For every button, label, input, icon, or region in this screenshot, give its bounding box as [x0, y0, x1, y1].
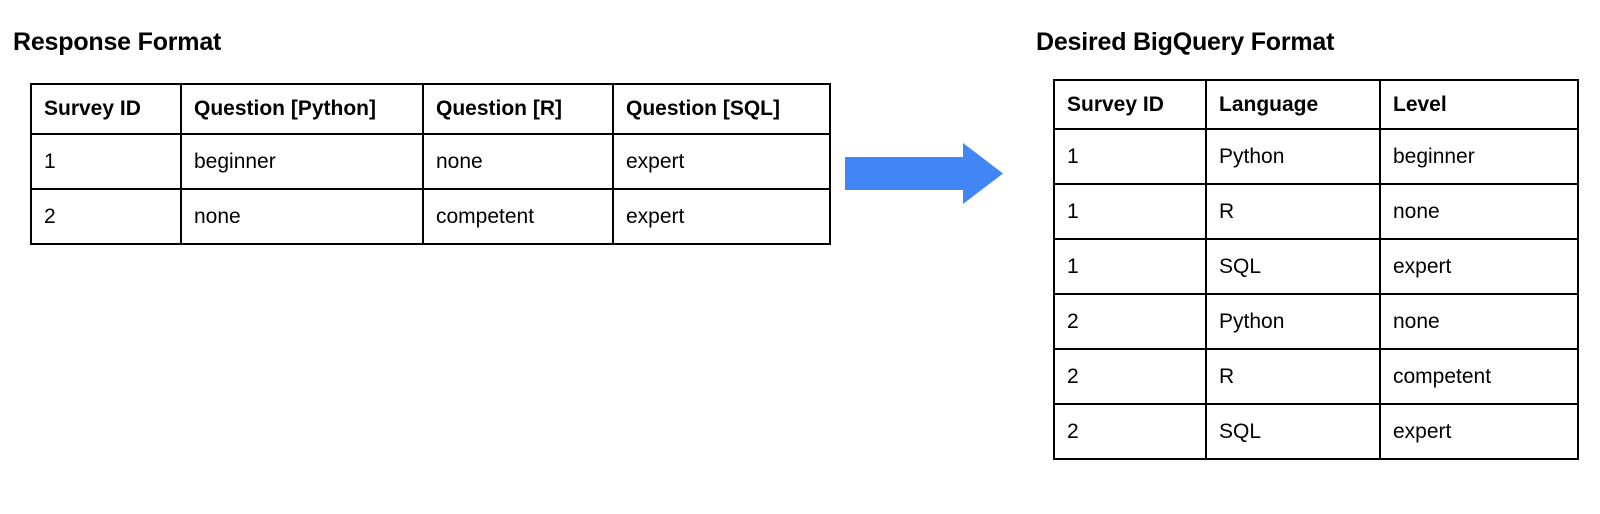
table-row: 1 SQL expert [1053, 238, 1579, 295]
cell-level: expert [1379, 238, 1579, 295]
cell-survey-id: 2 [1053, 293, 1207, 350]
cell-question-python: none [180, 188, 424, 245]
response-format-panel: Response Format Survey ID Question [Pyth… [13, 30, 831, 245]
cell-language: SQL [1205, 403, 1381, 460]
table-header-row: Survey ID Question [Python] Question [R]… [30, 83, 831, 135]
bigquery-format-panel: Desired BigQuery Format Survey ID Langua… [1036, 30, 1579, 460]
cell-survey-id: 1 [1053, 238, 1207, 295]
cell-question-sql: expert [612, 133, 831, 190]
bigquery-format-table: Survey ID Language Level 1 Python beginn… [1053, 79, 1579, 460]
response-format-title: Response Format [13, 28, 222, 56]
cell-level: none [1379, 183, 1579, 240]
right-arrow-icon [845, 143, 1003, 204]
cell-survey-id: 1 [1053, 128, 1207, 185]
column-header-survey-id: Survey ID [30, 83, 182, 135]
cell-language: R [1205, 348, 1381, 405]
bigquery-format-title: Desired BigQuery Format [1036, 28, 1335, 56]
cell-question-r: none [422, 133, 614, 190]
column-header-language: Language [1205, 79, 1381, 130]
column-header-question-sql: Question [SQL] [612, 83, 831, 135]
table-row: 2 Python none [1053, 293, 1579, 350]
cell-level: competent [1379, 348, 1579, 405]
cell-survey-id: 1 [30, 133, 182, 190]
cell-language: Python [1205, 293, 1381, 350]
column-header-survey-id: Survey ID [1053, 79, 1207, 130]
cell-survey-id: 1 [1053, 183, 1207, 240]
table-row: 1 R none [1053, 183, 1579, 240]
cell-survey-id: 2 [1053, 348, 1207, 405]
column-header-question-r: Question [R] [422, 83, 614, 135]
cell-question-python: beginner [180, 133, 424, 190]
table-row: 1 beginner none expert [30, 133, 831, 190]
table-row: 2 none competent expert [30, 188, 831, 245]
response-format-table: Survey ID Question [Python] Question [R]… [30, 83, 831, 245]
cell-survey-id: 2 [1053, 403, 1207, 460]
column-header-level: Level [1379, 79, 1579, 130]
cell-level: none [1379, 293, 1579, 350]
table-row: 2 R competent [1053, 348, 1579, 405]
column-header-question-python: Question [Python] [180, 83, 424, 135]
cell-survey-id: 2 [30, 188, 182, 245]
cell-question-r: competent [422, 188, 614, 245]
cell-question-sql: expert [612, 188, 831, 245]
table-row: 2 SQL expert [1053, 403, 1579, 460]
cell-level: expert [1379, 403, 1579, 460]
cell-language: Python [1205, 128, 1381, 185]
cell-level: beginner [1379, 128, 1579, 185]
table-row: 1 Python beginner [1053, 128, 1579, 185]
cell-language: SQL [1205, 238, 1381, 295]
table-header-row: Survey ID Language Level [1053, 79, 1579, 130]
cell-language: R [1205, 183, 1381, 240]
